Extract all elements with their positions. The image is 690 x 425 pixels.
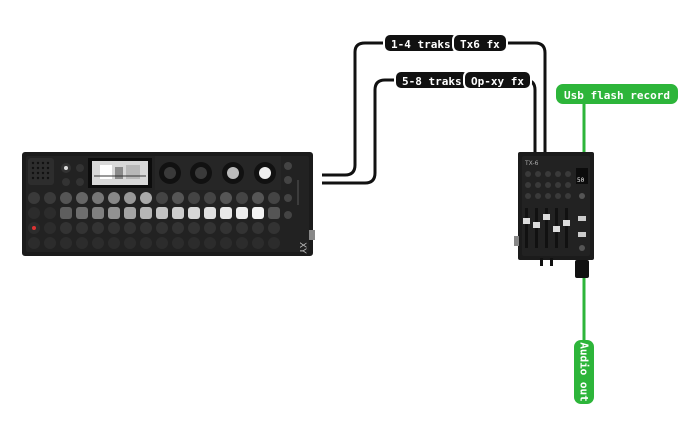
label-tracks-5-8: 5-8 traks <box>394 70 470 90</box>
mixer-name: TX-6 <box>524 160 539 167</box>
label-op-xy-fx: Op-xy fx <box>463 70 532 90</box>
synth-logo: XY <box>297 242 307 254</box>
mixer-readout: 50 <box>577 177 585 184</box>
cable-tracks-1-4 <box>322 41 547 177</box>
tx6-mixer-icon: TX-6 50 <box>514 152 594 278</box>
label-tracks-1-4: 1-4 traks <box>383 33 459 53</box>
label-tx6-fx: Tx6 fx <box>452 33 508 53</box>
label-audio-out: Audio out <box>574 340 594 404</box>
cable-tracks-5-8 <box>322 78 537 185</box>
label-audio-out-text: Audio out <box>577 342 591 402</box>
op-xy-synth-icon: XY <box>22 152 315 256</box>
label-usb-flash-record: Usb flash record <box>556 84 678 104</box>
